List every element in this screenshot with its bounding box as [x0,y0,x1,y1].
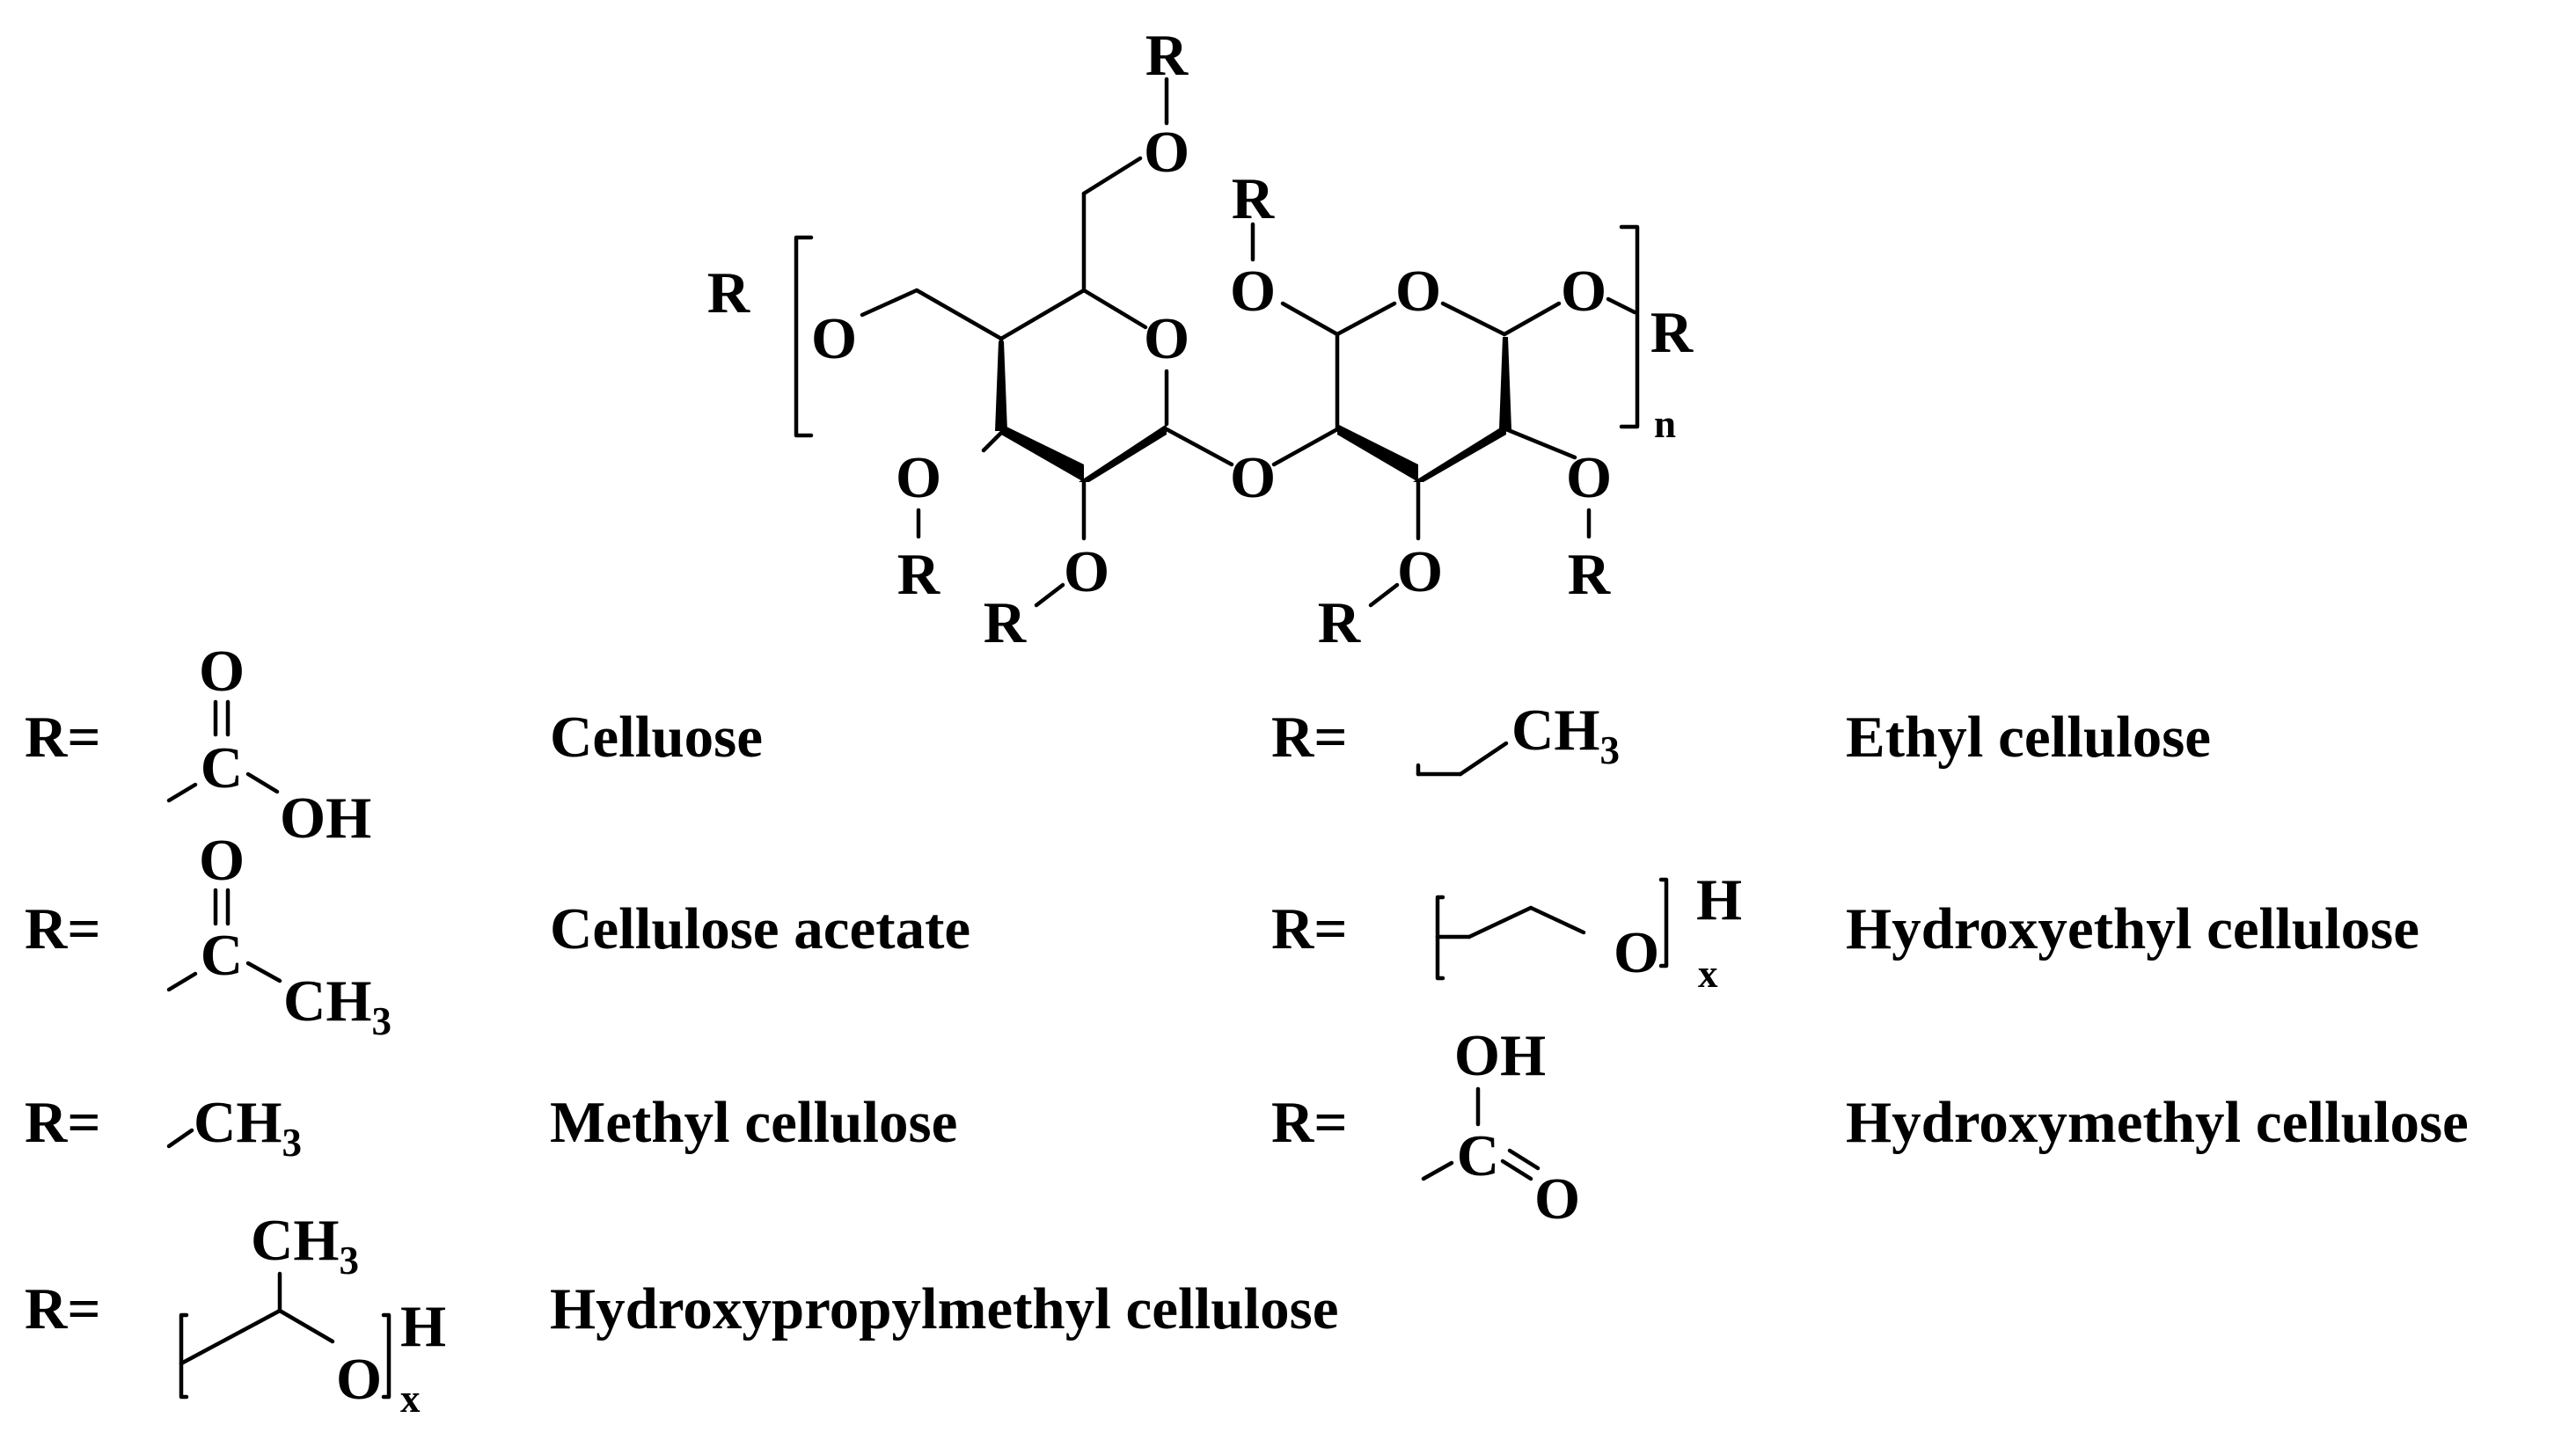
entry-name: Hydroxymethyl cellulose [1846,1090,2469,1155]
ring2-anomeric-oxygen: O [1230,259,1276,324]
svg-text:H: H [400,1294,446,1359]
right-end-r: R [1650,300,1694,365]
svg-text:C: C [1457,1123,1499,1188]
entry-name: Hydroxyethyl cellulose [1846,896,2419,961]
right-end-oxygen: O [1561,259,1606,324]
c6-oxygen: O [1144,120,1189,185]
entry-hydroxypropylmethyl-cellulose: R= CH3 O H x Hydroxypropylmethyl cellulo… [25,1208,1338,1421]
left-repeat-bracket [794,235,814,438]
right-repeat-bracket [1619,224,1640,429]
ring1-oxygen: O [1144,306,1189,371]
entry-celluose: R= O C OH Celluose [25,639,763,851]
ch3-text: CH3 [1511,698,1620,772]
svg-text:O: O [336,1347,382,1412]
ring2-c2-r: R [1568,542,1611,607]
entry-name: Methyl cellulose [550,1090,957,1155]
entry-hydroxymethyl-cellulose: R= OH C O Hydroxymethyl cellulose [1271,1023,2469,1232]
entry-prefix: R= [1271,705,1348,770]
ch3-text: CH3 [194,1090,302,1165]
svg-text:O: O [199,639,245,704]
entry-prefix: R= [25,1090,101,1155]
ring2-c2-oxygen: O [1566,445,1612,510]
entry-methyl-cellulose: R= CH3 Methyl cellulose [25,1090,957,1165]
ch3-text: CH3 [283,969,392,1043]
repeat-subscript: n [1654,402,1676,446]
entry-prefix: R= [25,896,101,961]
glycosidic-oxygen: O [1230,445,1276,510]
svg-text:O: O [1534,1166,1580,1232]
c3-oxygen: O [896,445,941,510]
entry-prefix: R= [1271,1090,1348,1155]
svg-text:OH: OH [280,786,371,851]
c6-r: R [1145,23,1189,88]
left-end-r: R [707,260,750,325]
entry-cellulose-acetate: R= O C CH3 Cellulose acetate [25,828,970,1043]
entry-name: Ethyl cellulose [1846,705,2211,770]
svg-text:O: O [1614,920,1659,985]
svg-text:C: C [201,923,243,988]
svg-text:C: C [201,735,243,800]
ch3-text: CH3 [251,1208,359,1283]
c2-r: R [984,590,1027,655]
entry-ethyl-cellulose: R= CH3 Ethyl cellulose [1271,698,2211,777]
svg-text:H: H [1696,867,1742,932]
ring2-c3-r: R [1318,590,1361,655]
cellulose-repeat-unit: n R O O O R O R O R O [707,23,1694,655]
left-end-oxygen: O [811,306,857,371]
entry-hydroxyethyl-cellulose: R= O H x Hydroxyethyl cellulose [1271,867,2419,996]
ring2-oxygen: O [1395,259,1441,324]
c3-r: R [897,542,940,607]
ring2-anomeric-r: R [1232,166,1275,231]
svg-text:O: O [199,828,245,893]
svg-text:x: x [400,1377,421,1421]
entry-name: Celluose [550,705,763,770]
entry-name: Cellulose acetate [550,896,970,961]
svg-text:x: x [1698,952,1718,996]
ring2-c3-oxygen: O [1397,539,1443,604]
entry-prefix: R= [1271,896,1348,961]
entry-prefix: R= [25,1276,101,1341]
entry-prefix: R= [25,705,101,770]
c2-oxygen: O [1064,539,1109,604]
svg-text:OH: OH [1454,1023,1546,1088]
entry-name: Hydroxypropylmethyl cellulose [550,1276,1338,1341]
